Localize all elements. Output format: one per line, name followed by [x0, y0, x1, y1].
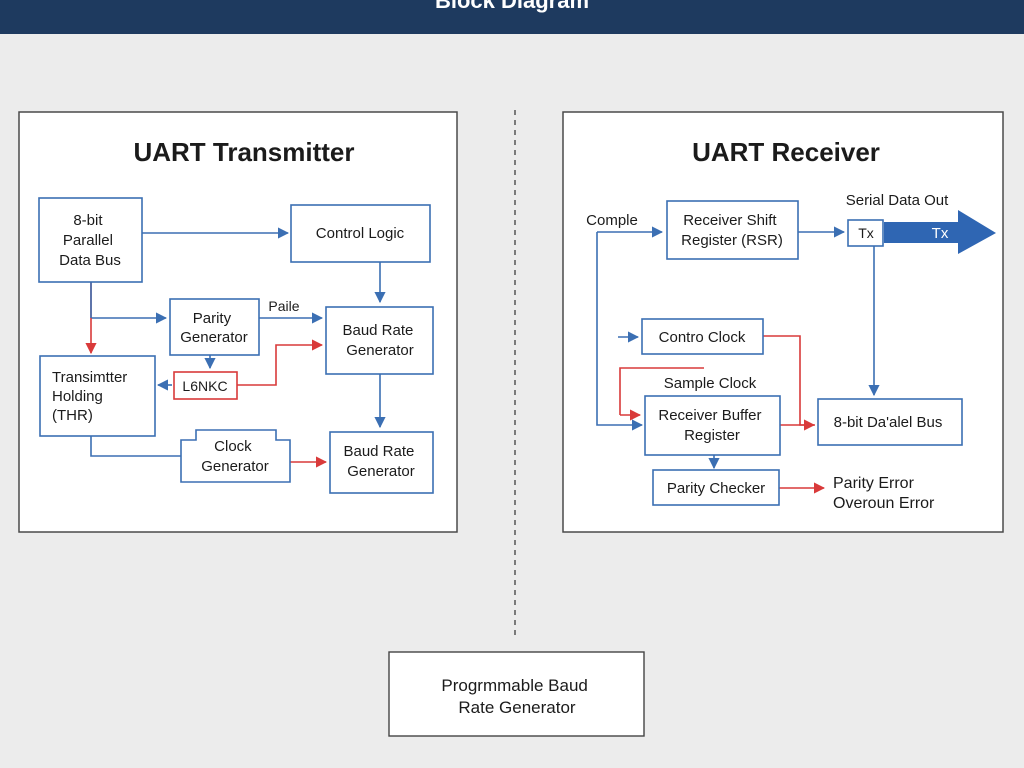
thr-label: Transimtter Holding (THR)	[52, 369, 131, 424]
parity-checker-block	[652, 469, 780, 506]
clock-generator-block	[180, 429, 291, 483]
receiver-data-bus-label: 8-bit Da'alel Bus	[834, 414, 943, 431]
serial-out-arrow-icon	[884, 210, 996, 254]
parity-generator-block	[169, 298, 260, 356]
contro-clock-label: Contro Clock	[659, 329, 746, 346]
receiver-panel	[562, 111, 1004, 533]
baud-rate-bottom-label: Baud Rate Generator	[343, 443, 418, 480]
baud-rate-top-block	[325, 306, 434, 375]
parity-signal-label: Paile	[268, 298, 299, 314]
control-logic-block	[290, 204, 431, 263]
baud-rate-bottom-block	[329, 431, 434, 494]
page-title: Block Diagram	[434, 0, 590, 13]
rsr-block	[666, 200, 799, 260]
wire-thr-to-clock	[90, 436, 181, 457]
parity-generator-label: Parity Generator	[180, 310, 248, 346]
wire-comple-to-buffer	[596, 232, 644, 431]
tx-block	[847, 219, 884, 247]
tx-arrow-label: Tx	[932, 225, 949, 242]
programmable-baud-label: Progrmmable Baud Rate Generator	[441, 676, 592, 717]
parity-checker-label: Parity Checker	[667, 480, 765, 497]
rsr-label: Receiver Shift Register (RSR)	[681, 212, 783, 249]
sample-clock-label: Sample Clock	[664, 375, 757, 392]
transmitter-title: UART Transmitter	[133, 137, 354, 167]
contro-clock-block	[641, 318, 764, 355]
data-bus-label: 8-bit Parallel Data Bus	[59, 212, 121, 269]
clock-generator-label: Clock Generator	[201, 438, 269, 475]
wire-sample-loop	[619, 367, 704, 415]
wire-l6nkc-to-baud	[237, 339, 324, 386]
header-bar: Block Diagram	[0, 0, 1024, 34]
serial-data-out-label: Serial Data Out	[846, 192, 949, 209]
l6nkc-block	[173, 371, 238, 400]
baud-rate-top-label: Baud Rate Generator	[342, 322, 417, 359]
programmable-baud-block	[388, 651, 645, 737]
receiver-data-bus-block	[817, 398, 963, 446]
receiver-buffer-block	[644, 395, 781, 456]
thr-block	[39, 355, 156, 437]
l6nkc-label: L6NKC	[182, 378, 227, 394]
control-logic-label: Control Logic	[316, 225, 405, 242]
data-bus-block	[38, 197, 143, 283]
receiver-title: UART Receiver	[692, 137, 880, 167]
comple-label: Comple	[586, 212, 638, 229]
receiver-buffer-label: Receiver Buffer Register	[658, 407, 765, 444]
tx-block-label: Tx	[858, 225, 874, 241]
error-labels: Parity Error Overoun Error	[833, 475, 935, 512]
